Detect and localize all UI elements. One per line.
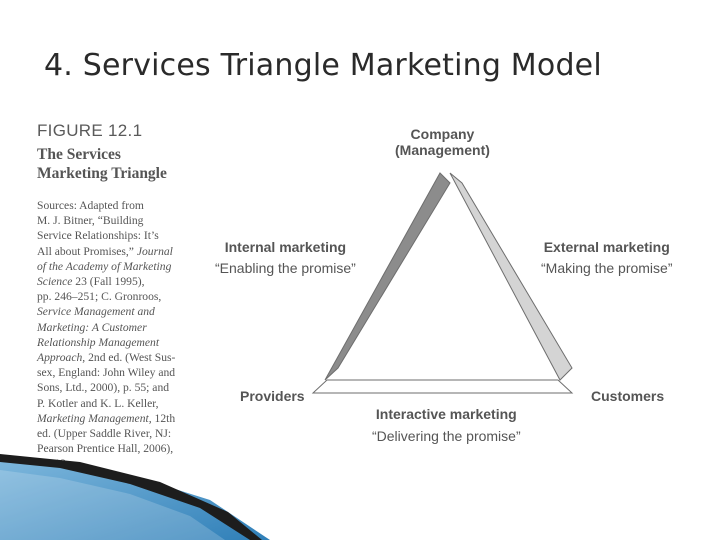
- sources-text: P. Kotler and K. L. Keller,: [37, 396, 159, 410]
- sources-text: of the Academy of Marketing: [37, 259, 172, 273]
- internal-marketing-label-group: Internal marketing “Enabling the promise…: [215, 239, 356, 276]
- sources-line: Sources: Adapted from: [37, 198, 202, 213]
- sources-line: Service Management and: [37, 304, 202, 319]
- sources-line: P. Kotler and K. L. Keller,: [37, 396, 202, 411]
- company-node: Company (Management): [395, 126, 490, 158]
- sources-line: Approach, 2nd ed. (West Sus-: [37, 350, 202, 365]
- interactive-marketing-quote: “Delivering the promise”: [372, 428, 521, 444]
- sources-text: Science: [37, 275, 73, 289]
- corner-wave-shape-light: [0, 470, 225, 540]
- sources-text: M. J. Bitner, “Building: [37, 214, 144, 228]
- customers-label: Customers: [591, 388, 665, 404]
- sources-text: Relationship Management: [37, 335, 160, 349]
- sources-text: Sons, Ltd., 2000), p. 55; and: [37, 381, 170, 395]
- figure-label: FIGURE 12.1: [37, 121, 143, 140]
- figure-subtitle: The Services Marketing Triangle: [37, 145, 167, 183]
- internal-marketing-quote: “Enabling the promise”: [215, 260, 356, 276]
- sources-text: 23 (Fall 1995),: [72, 275, 145, 289]
- sources-text: Marketing Management,: [37, 411, 152, 425]
- sources-line: pp. 246–251; C. Gronroos,: [37, 289, 202, 304]
- sources-line: M. J. Bitner, “Building: [37, 213, 202, 228]
- figure-sources: Sources: Adapted from M. J. Bitner, “Buil…: [37, 198, 202, 472]
- providers-node: Providers: [240, 388, 305, 404]
- slide-title: 4. Services Triangle Marketing Model: [44, 48, 602, 83]
- sources-text: 2nd ed. (West Sus-: [85, 351, 176, 365]
- sources-text: Service Management and: [37, 305, 155, 319]
- interactive-marketing-heading: Interactive marketing: [375, 406, 517, 422]
- interactive-marketing-band: [311, 379, 574, 394]
- sources-line: Marketing: A Customer: [37, 320, 202, 335]
- external-marketing-heading: External marketing: [543, 239, 670, 255]
- sources-line: Service Relationships: It’s: [37, 228, 202, 243]
- internal-marketing-band: [324, 172, 451, 381]
- sources-line: Pearson Prentice Hall, 2006),: [37, 441, 202, 456]
- sources-text: Approach,: [37, 351, 86, 365]
- sources-line: Marketing Management, 12th: [37, 411, 202, 426]
- sources-line: ed. (Upper Saddle River, NJ:: [37, 426, 202, 441]
- sources-text: Sources: Adapted from: [37, 199, 144, 212]
- figure-subtitle-line: The Services: [37, 146, 121, 163]
- corner-wave-shape: [0, 456, 270, 540]
- sources-line: sex, England: John Wiley and: [37, 365, 202, 380]
- sources-text: Service Relationships: It’s: [37, 229, 159, 243]
- sources-text: ed. (Upper Saddle River, NJ:: [37, 427, 172, 441]
- figure-subtitle-line: Marketing Triangle: [37, 165, 167, 182]
- sources-line: Science 23 (Fall 1995),: [37, 274, 202, 289]
- external-marketing-label-group: External marketing “Making the promise”: [541, 239, 673, 276]
- external-marketing-band: [449, 172, 573, 381]
- customers-node: Customers: [591, 388, 664, 404]
- sources-line: of the Academy of Marketing: [37, 259, 202, 274]
- external-marketing-quote: “Making the promise”: [541, 260, 673, 276]
- sources-text: pp. 246–251; C. Gronroos,: [37, 290, 162, 304]
- corner-wave-shadow: [0, 454, 262, 540]
- interactive-marketing-label-group: Interactive marketing “Delivering the pr…: [372, 406, 521, 444]
- sources-text: Pearson Prentice Hall, 2006),: [37, 442, 174, 456]
- sources-text: Journal: [136, 244, 173, 258]
- sources-text: Marketing: A Customer: [37, 320, 147, 334]
- providers-label: Providers: [240, 388, 305, 404]
- management-label: (Management): [395, 142, 490, 158]
- sources-text: All about Promises,”: [37, 244, 137, 258]
- sources-line: Sons, Ltd., 2000), p. 55; and: [37, 380, 202, 395]
- sources-text: sex, England: John Wiley and: [37, 366, 176, 380]
- internal-marketing-heading: Internal marketing: [224, 239, 347, 255]
- sources-line: Relationship Management: [37, 335, 202, 350]
- company-label: Company: [410, 126, 475, 142]
- sources-text: 12th: [151, 411, 176, 425]
- sources-line: All about Promises,” Journal: [37, 244, 202, 259]
